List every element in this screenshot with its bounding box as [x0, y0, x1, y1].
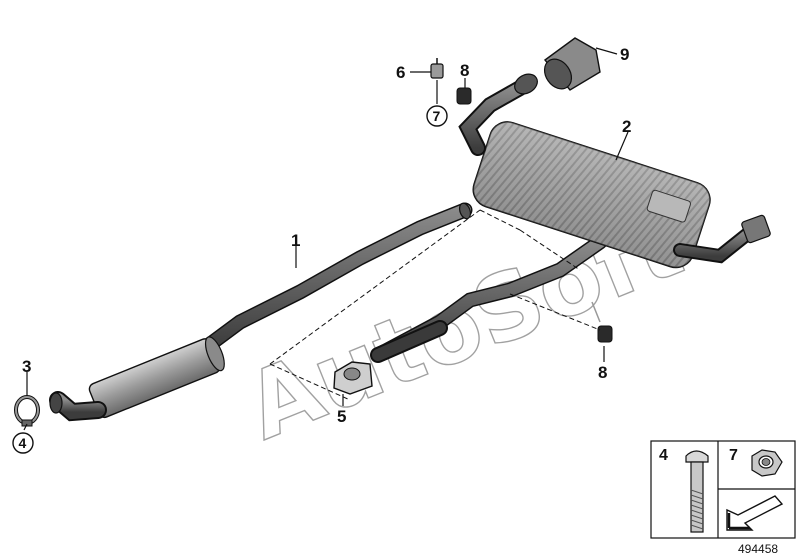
circled-callout-4: 4	[12, 432, 34, 454]
callout-3: 3	[22, 357, 31, 376]
clamp-part-3	[14, 395, 40, 427]
assembly-guides	[269, 209, 601, 401]
callout-1: 1	[291, 231, 300, 250]
front-pipe-part-1	[49, 202, 473, 422]
callout-5: 5	[337, 407, 346, 426]
bracket-part-5	[333, 361, 373, 395]
rubber-mount-part-8-top	[456, 87, 472, 105]
arrow-icon	[726, 495, 784, 531]
leader-lines	[23, 47, 629, 431]
svg-text:4: 4	[19, 435, 27, 451]
callout-9: 9	[620, 45, 629, 64]
callout-6: 6	[396, 63, 405, 82]
callout-2: 2	[622, 117, 631, 136]
tail-trim-part-9	[543, 37, 601, 91]
nut-icon	[751, 449, 783, 477]
legend-label-7: 7	[729, 447, 738, 464]
rear-muffler-part-2	[370, 73, 771, 363]
svg-text:7: 7	[433, 108, 441, 124]
rubber-mount-part-8-bottom	[591, 301, 613, 343]
legend-label-4: 4	[659, 447, 668, 464]
callout-8-bottom: 8	[598, 363, 607, 382]
diagram-id: 494458	[738, 542, 778, 556]
callout-8-top: 8	[460, 61, 469, 80]
sensor-part-6	[430, 58, 444, 79]
legend-box: 4 7	[650, 440, 796, 539]
bolt-icon	[685, 450, 709, 533]
circled-callout-7: 7	[426, 105, 448, 127]
